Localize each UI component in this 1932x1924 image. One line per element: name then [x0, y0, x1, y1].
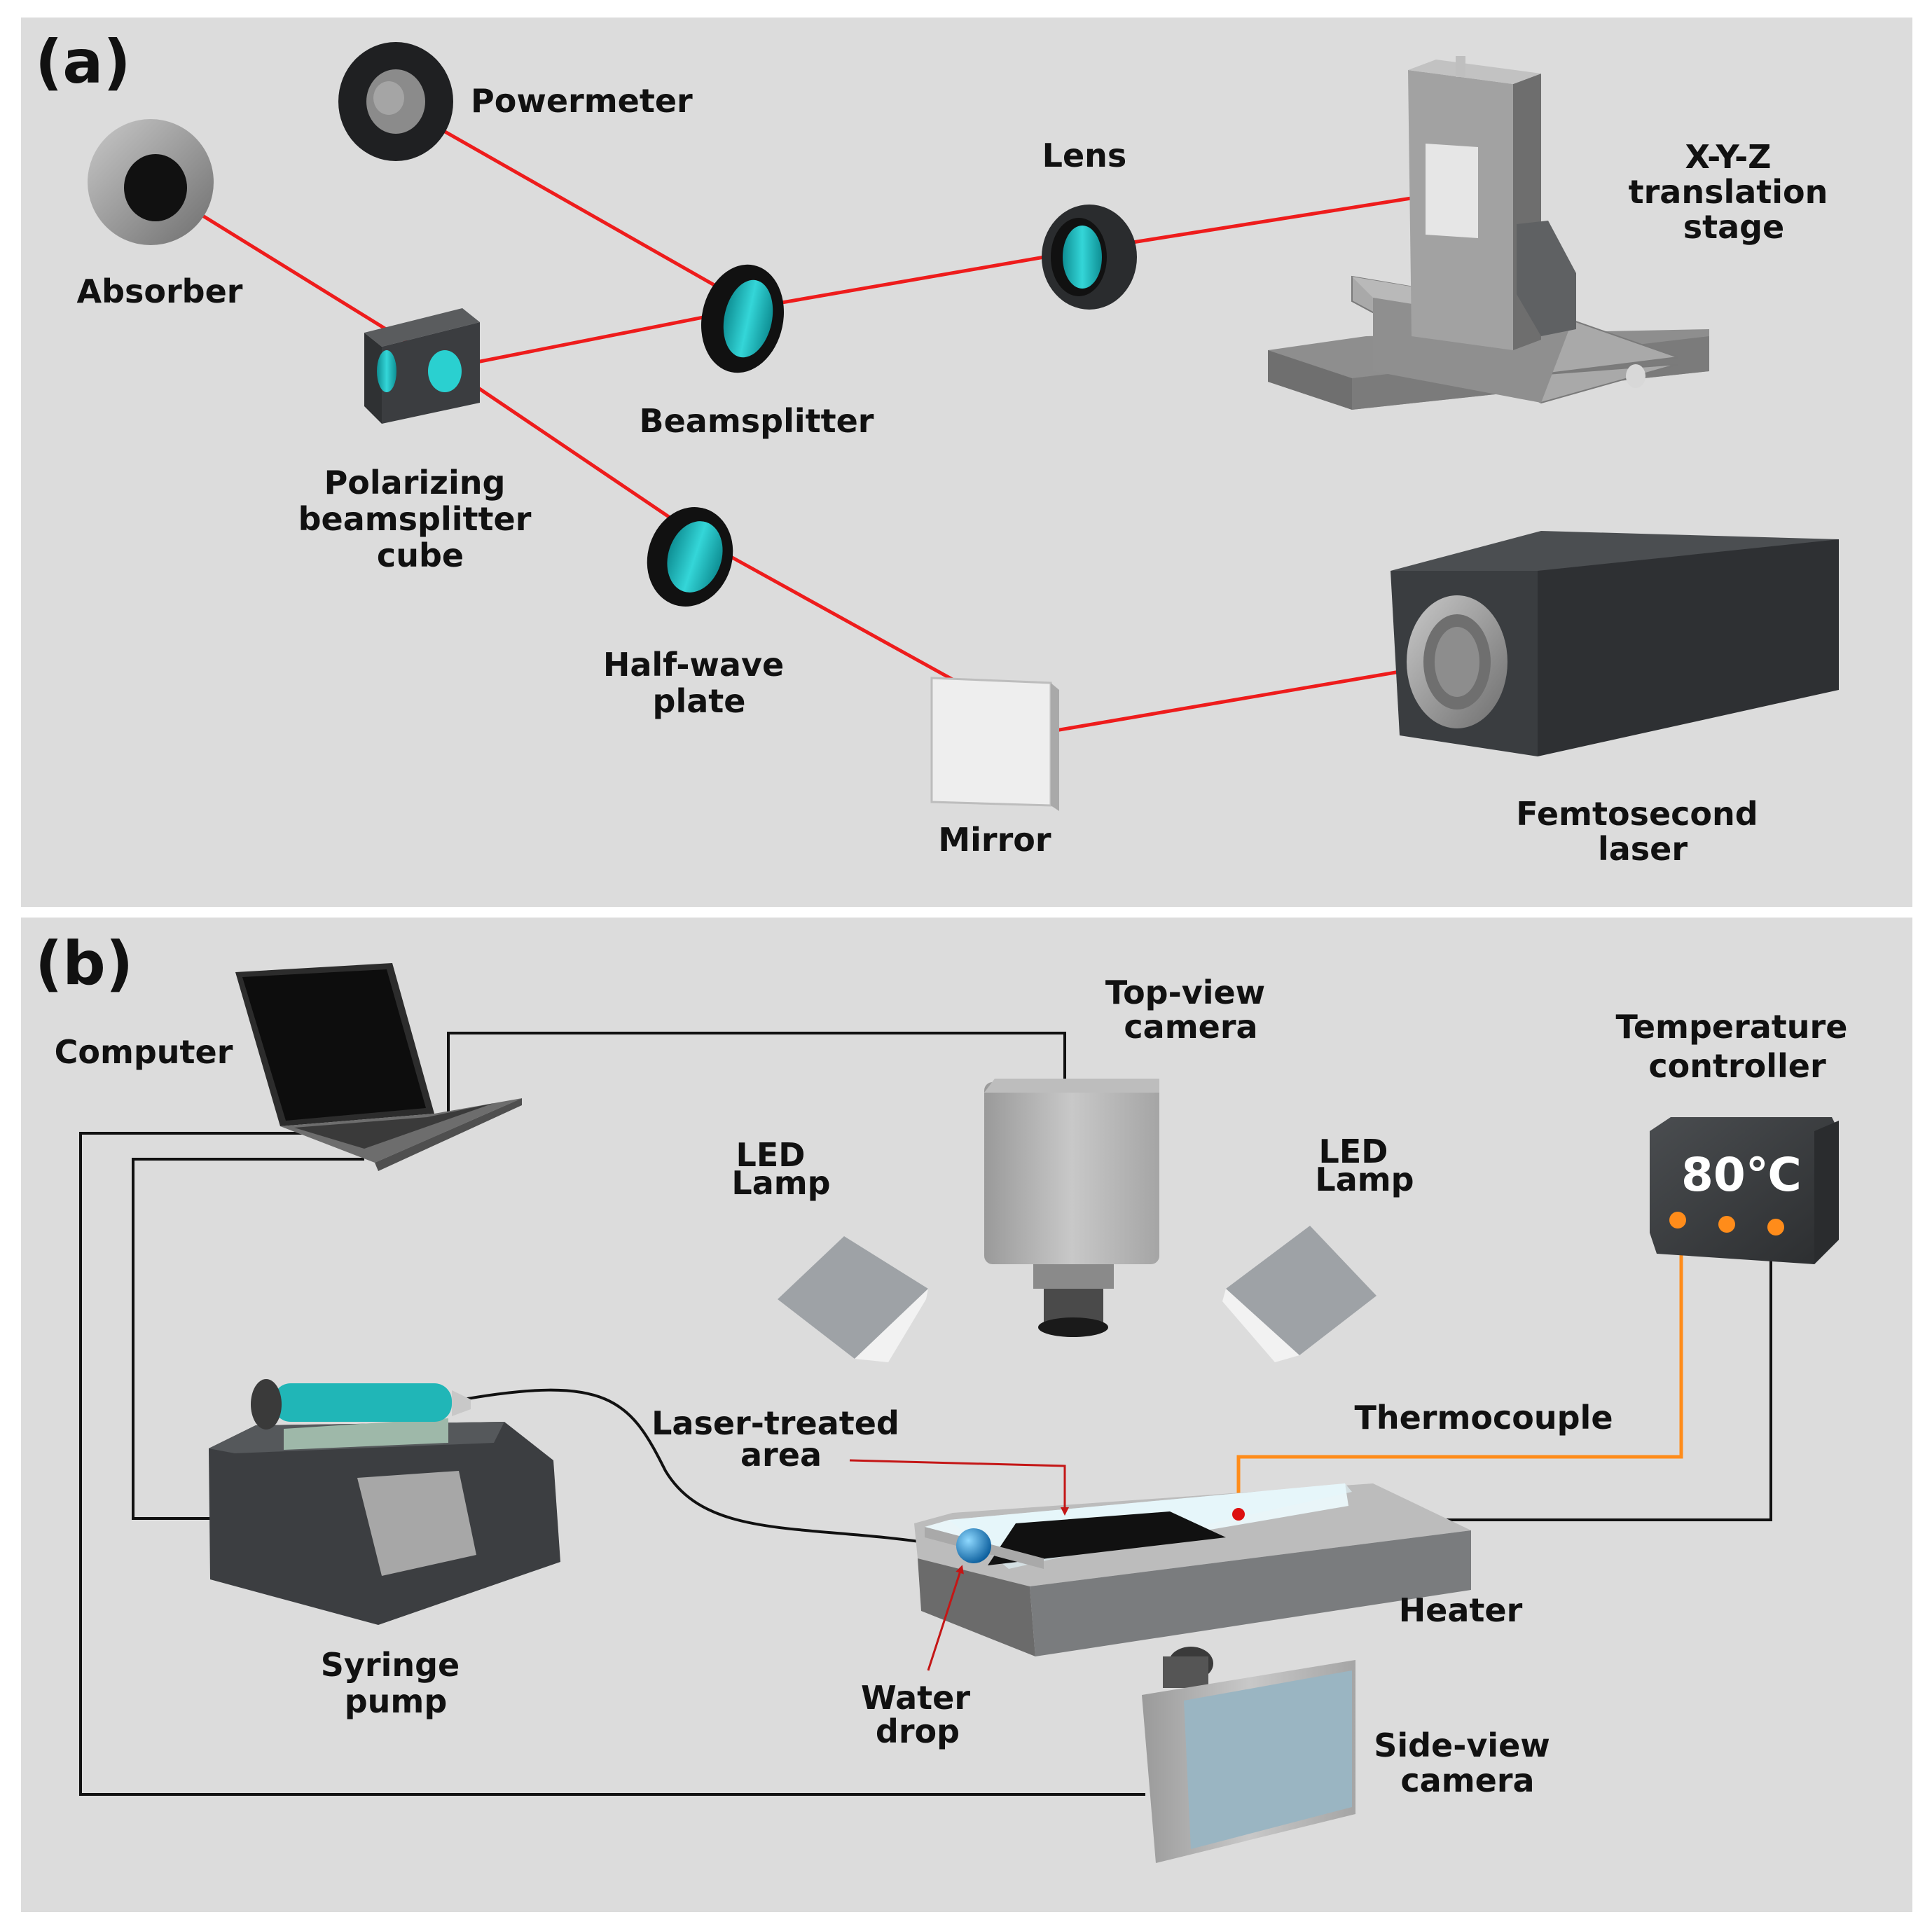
water-drop-label: Water drop: [861, 1679, 981, 1750]
water-drop-arrow: [927, 1565, 964, 1671]
controller-knob-3: [1767, 1219, 1784, 1236]
syringe-pump-label: Syringe pump: [321, 1646, 471, 1720]
laser-area-arrow: [849, 1459, 1069, 1516]
side-view-camera: [1142, 1647, 1355, 1863]
side-view-camera-label: Side-view camera: [1374, 1726, 1561, 1799]
femtosecond-laser: [1391, 531, 1839, 756]
absorber-label: Absorber: [76, 272, 242, 310]
beamsplitter-label: Beamsplitter: [640, 402, 874, 440]
temperature-controller: 80℃: [1650, 1117, 1839, 1264]
thermocouple-label: Thermocouple: [1354, 1399, 1613, 1437]
led-lamp-left: [778, 1236, 928, 1362]
absorber: [88, 119, 214, 245]
top-view-camera: [984, 1079, 1159, 1337]
lens: [1042, 205, 1137, 310]
controller-knob-1: [1669, 1212, 1686, 1229]
water-drop: [956, 1528, 991, 1563]
computer: [235, 963, 522, 1171]
powermeter: [338, 42, 453, 161]
panel-a-label: (a): [35, 27, 131, 97]
panel-b: (b) Computer Top-view: [21, 918, 1912, 1912]
panel-a: (a) Powermeter Absorber: [21, 18, 1912, 907]
beamsplitter: [701, 264, 785, 373]
thermocouple-tip: [1232, 1508, 1245, 1521]
temperature-display: 80℃: [1681, 1148, 1802, 1202]
cables: [79, 1032, 1772, 1796]
pbs-cube-label: Polarizing beamsplitter cube: [298, 464, 543, 574]
syringe-pump: [209, 1379, 560, 1625]
led-lamp-right-label: LED Lamp: [1315, 1133, 1414, 1198]
laser-treated-area-label: Laser-treated area: [651, 1404, 911, 1474]
lens-label: Lens: [1042, 137, 1127, 174]
femtosecond-laser-label: Femtosecond laser: [1516, 795, 1769, 868]
half-wave-plate: [647, 507, 733, 607]
half-wave-plate-label: Half-wave plate: [603, 646, 795, 720]
panel-b-label: (b): [35, 929, 133, 999]
xyz-stage-label: X-Y-Z translation stage: [1629, 138, 1840, 246]
led-lamp-right: [1222, 1226, 1376, 1362]
heater-label: Heater: [1399, 1591, 1523, 1629]
controller-knob-2: [1718, 1216, 1735, 1233]
mirror-label: Mirror: [938, 821, 1051, 859]
sample-plate: [925, 1483, 1352, 1569]
powermeter-label: Powermeter: [471, 82, 693, 120]
thermocouple-wire: [1236, 1254, 1683, 1509]
mirror: [930, 677, 1059, 811]
temperature-controller-label: Temperature controller: [1616, 1008, 1859, 1085]
computer-label: Computer: [55, 1033, 233, 1071]
xyz-translation-stage: [1268, 56, 1709, 410]
pbs-cube: [364, 308, 480, 424]
led-lamp-left-label: LED Lamp: [731, 1136, 830, 1202]
top-view-camera-label: Top-view camera: [1105, 974, 1276, 1046]
